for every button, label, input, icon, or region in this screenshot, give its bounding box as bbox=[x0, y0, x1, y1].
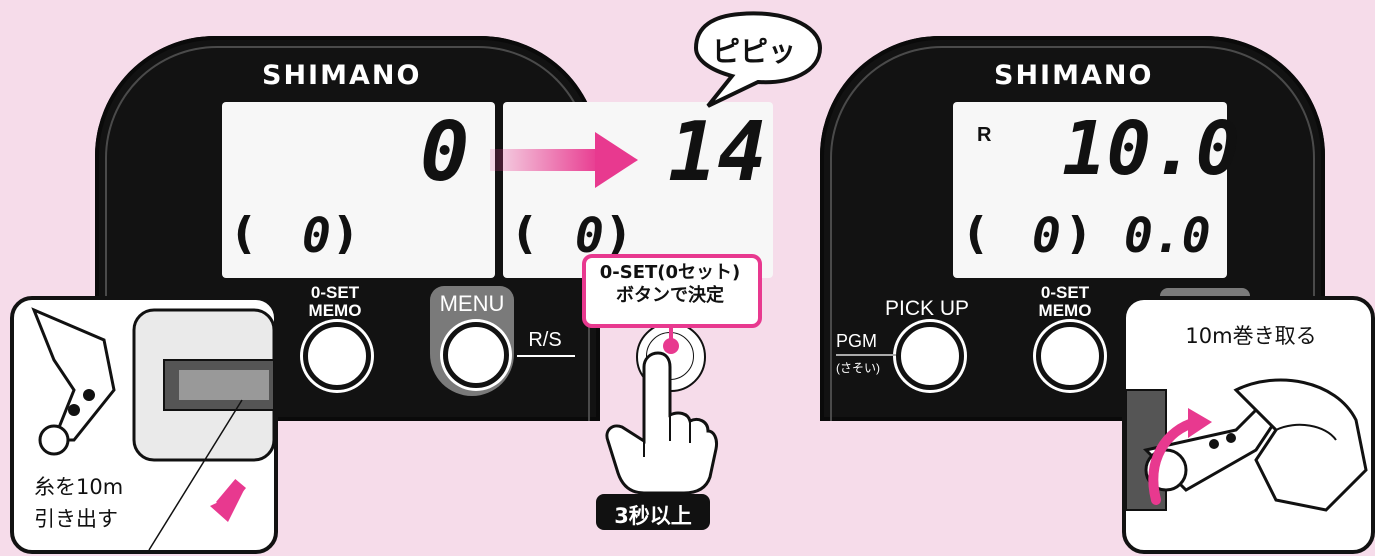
lcd2-sub-digit: 0 bbox=[575, 208, 604, 264]
rs-label: R/S bbox=[528, 329, 562, 351]
callout-text: 0-SET(0セット) ボタンで決定 bbox=[599, 262, 741, 306]
reel-winding-illustration bbox=[1126, 378, 1368, 512]
lcd1-main-digit: 0 bbox=[420, 105, 470, 200]
left-brand-logo: SHIMANO bbox=[262, 60, 422, 91]
lcd2-main-digits: 14 bbox=[668, 105, 767, 200]
lcd1-paren-open: ( bbox=[234, 208, 255, 259]
right-inset-panel: 10m巻き取る bbox=[1122, 296, 1375, 554]
oset-memo-button[interactable] bbox=[303, 322, 371, 390]
speech-bubble-text: ピピッ bbox=[712, 35, 797, 68]
right-lcd-secondary-value: 0.0 bbox=[1124, 208, 1211, 264]
menu-button[interactable] bbox=[443, 322, 509, 388]
right-panel-caption: 10m巻き取る bbox=[1185, 324, 1317, 348]
left-lcd-screen bbox=[222, 102, 495, 278]
device-rim bbox=[830, 46, 1315, 421]
menu-label: MENU bbox=[439, 291, 505, 316]
lcd-mode-indicator: R bbox=[977, 124, 992, 146]
reel-line-out-illustration bbox=[31, 307, 274, 550]
speech-bubble bbox=[693, 11, 823, 108]
press-duration-text: 3秒以上 bbox=[614, 504, 692, 528]
press-point-dot bbox=[663, 338, 679, 354]
transition-arrow-icon bbox=[490, 132, 638, 188]
lcd1-paren-close: ) bbox=[335, 208, 356, 259]
left-panel-caption: 糸を10m 引き出す bbox=[34, 475, 124, 531]
callout-pointer-line bbox=[669, 324, 673, 344]
pgm-label: PGM bbox=[836, 331, 878, 351]
right-lcd-main-value: 10.0 bbox=[1062, 106, 1241, 192]
rs-underline bbox=[517, 355, 575, 357]
right-oset-memo-button[interactable] bbox=[1036, 322, 1104, 390]
lcd2-paren-close: ) bbox=[608, 208, 629, 259]
press-duration-badge bbox=[596, 494, 710, 530]
right-lcd-paren-close: ) bbox=[1068, 208, 1089, 259]
right-lcd-paren-open: ( bbox=[966, 208, 987, 259]
right-lcd-sub-digit: 0 bbox=[1032, 208, 1061, 264]
right-oset-memo-label: 0-SET MEMO bbox=[1038, 283, 1092, 320]
lcd1-sub-digit: 0 bbox=[302, 208, 331, 264]
right-brand-logo: SHIMANO bbox=[994, 60, 1154, 91]
right-lcd-screen bbox=[953, 102, 1227, 278]
oset-memo-label: 0-SET MEMO bbox=[308, 283, 362, 320]
pressing-finger-icon bbox=[605, 351, 718, 495]
lcd2-paren-open: ( bbox=[515, 208, 536, 259]
pickup-button[interactable] bbox=[896, 322, 964, 390]
pgm-sub-label: (さそい) bbox=[836, 361, 880, 375]
pickup-label: PICK UP bbox=[884, 297, 970, 320]
left-inset-panel: 糸を10m 引き出す bbox=[10, 296, 278, 554]
pgm-underline bbox=[836, 354, 896, 356]
result-lcd-screen bbox=[503, 102, 773, 278]
